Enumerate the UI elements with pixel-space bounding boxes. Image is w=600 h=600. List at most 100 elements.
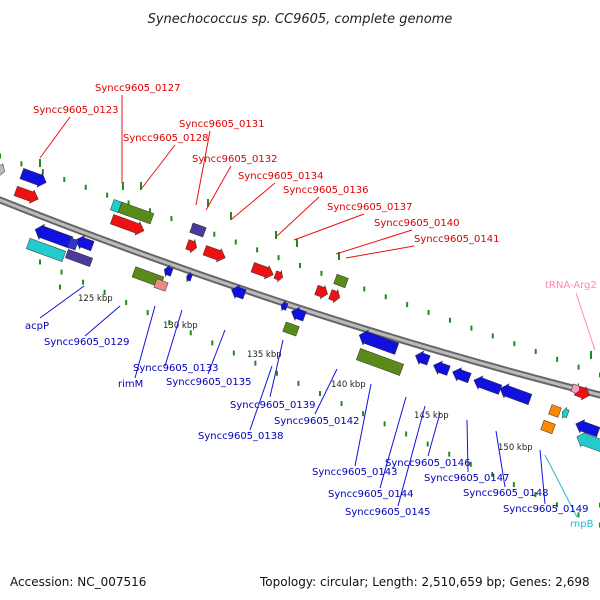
gene-arrow — [19, 168, 47, 188]
gene-shape — [452, 367, 472, 384]
gene-shape — [186, 271, 193, 283]
leader-line — [205, 165, 232, 211]
gene-shape — [19, 168, 47, 188]
gene-label: Syncc9605_0127 — [95, 83, 181, 94]
ruler: 125 kbp 130 kbp 135 kbp 140 kbp 145 kbp … — [78, 294, 533, 453]
leader-line — [466, 419, 469, 473]
gene-label: Syncc9605_0142 — [274, 416, 360, 427]
leader-line — [207, 329, 226, 375]
gene-shape — [540, 419, 556, 435]
leader-line — [335, 229, 413, 255]
leader-line — [269, 339, 284, 398]
accession: Accession: NC_007516 — [10, 575, 146, 589]
leader-line — [134, 305, 156, 379]
gene-arrow — [473, 375, 503, 395]
leader-line — [164, 309, 183, 367]
gene-shape — [109, 214, 145, 236]
gene-arrow — [280, 300, 289, 312]
gene-block — [548, 404, 562, 418]
gene-label-rnpb: rnpB — [570, 519, 594, 530]
leader-lines — [39, 95, 596, 518]
gene-shape — [415, 350, 431, 366]
gene-label: Syncc9605_0144 — [328, 489, 414, 500]
gene-shape — [314, 284, 328, 300]
gene-shape — [328, 288, 340, 304]
gene-label: Syncc9605_0143 — [312, 467, 398, 478]
gene-shape — [358, 329, 400, 355]
gene-shape — [110, 199, 122, 213]
leader-line — [314, 368, 338, 415]
gene-shape — [202, 245, 226, 263]
gene-block — [540, 419, 556, 435]
gene-arrow — [328, 288, 340, 304]
gene-shape — [189, 222, 207, 238]
gene-shape — [291, 306, 307, 322]
gene-label-trna: tRNA-Arg2 — [545, 280, 597, 291]
gene-arrow — [433, 360, 451, 376]
gene-shape — [185, 238, 197, 254]
leader-line — [39, 116, 71, 159]
gene-arrow — [452, 367, 472, 384]
gene-label: Syncc9605_0133 — [133, 363, 219, 374]
gene-label: Syncc9605_0138 — [198, 431, 284, 442]
map-title: Synechococcus sp. CC9605, complete genom… — [148, 12, 453, 27]
gene-arrow — [202, 245, 226, 263]
gene-arrow — [34, 223, 74, 249]
gene-arrow — [499, 383, 533, 405]
gene-label: Syncc9605_0140 — [374, 218, 460, 229]
leader-line — [345, 245, 415, 259]
leader-line — [39, 285, 85, 319]
gene-shape — [64, 249, 94, 267]
gene-block — [333, 273, 349, 289]
gene-block — [67, 237, 79, 251]
gene-label: Syncc9605_0129 — [44, 337, 130, 348]
gene-arrow — [415, 350, 431, 366]
gene-shape — [280, 300, 289, 312]
gene-label: Syncc9605_0149 — [503, 504, 589, 515]
gene-shape — [575, 419, 600, 438]
gene-arrow — [185, 238, 197, 254]
labels-bottom: acpP Syncc9605_0129 rimM Syncc9605_0133 … — [25, 321, 594, 530]
gene-shape — [75, 235, 95, 252]
leader-line — [379, 396, 407, 489]
gene-label: Syncc9605_0148 — [463, 488, 549, 499]
gene-label: Syncc9605_0141 — [414, 234, 500, 245]
gene-arrow — [0, 162, 5, 178]
leader-line — [141, 144, 176, 189]
gene-features — [0, 162, 600, 454]
gene-shape — [433, 360, 451, 376]
gene-shape — [561, 407, 570, 419]
gene-block — [282, 321, 300, 337]
gene-label: Syncc9605_0145 — [345, 507, 431, 518]
tick-rows — [0, 153, 600, 528]
gene-shape — [473, 375, 503, 395]
gene-arrow — [314, 284, 328, 300]
ruler-label: 130 kbp — [163, 321, 198, 331]
gene-block — [356, 348, 404, 376]
gene-arrow — [75, 235, 95, 252]
gene-arrow — [109, 214, 145, 236]
ruler-label: 150 kbp — [498, 443, 533, 453]
ruler-label: 140 kbp — [331, 380, 366, 390]
genome-backbone — [0, 196, 600, 399]
leader-line — [84, 305, 121, 337]
gene-block — [110, 199, 122, 213]
gene-arrow — [231, 284, 247, 300]
gene-shape — [67, 237, 79, 251]
gene-arrow — [291, 306, 307, 322]
leader-line — [427, 412, 441, 457]
gene-shape — [34, 223, 74, 249]
gene-arrow — [13, 185, 39, 204]
gene-label: Syncc9605_0123 — [33, 105, 119, 116]
gene-shape — [333, 273, 349, 289]
leader-line — [231, 182, 276, 220]
gene-block — [25, 238, 67, 262]
gene-arrow — [570, 382, 581, 396]
leader-line — [575, 292, 596, 351]
gene-shape — [250, 262, 274, 280]
gene-shape — [13, 185, 39, 204]
leader-line — [397, 405, 426, 507]
leader-line — [249, 365, 273, 431]
leader-line — [544, 454, 578, 518]
